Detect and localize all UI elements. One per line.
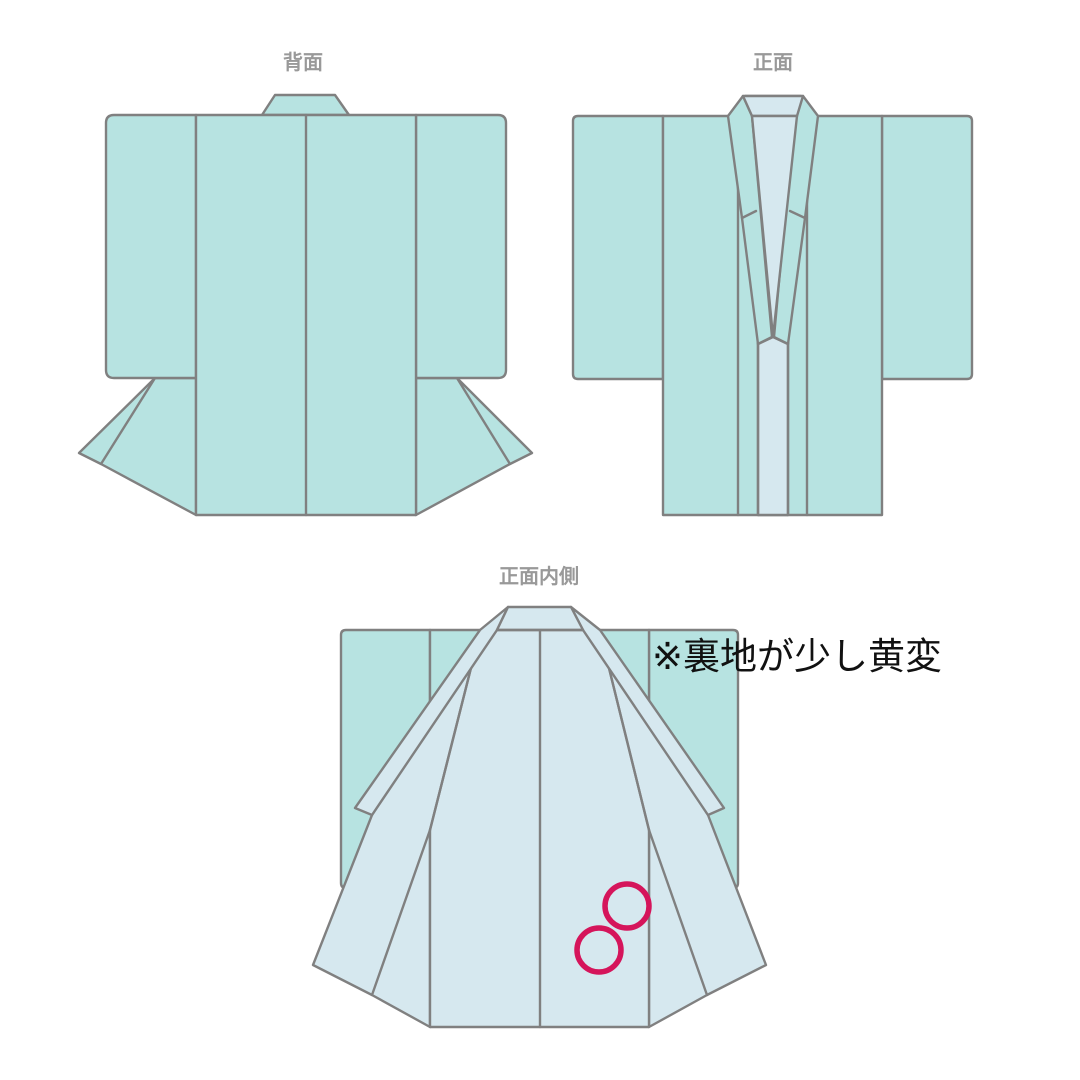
- front-view-label: 正面: [753, 50, 793, 74]
- front-left-sleeve: [571, 114, 665, 381]
- front-right-sleeve: [880, 114, 974, 381]
- back-view: [77, 93, 534, 517]
- front-collar-lining: [741, 94, 805, 118]
- inner-front-view: [311, 605, 768, 1029]
- inner-collar-top: [495, 605, 585, 632]
- front-view: [571, 94, 974, 517]
- inner-front-view-label: 正面内側: [499, 564, 579, 588]
- lining-yellowing-note: ※裏地が少し黄変: [652, 635, 943, 678]
- back-view-label: 背面: [283, 50, 323, 74]
- back-right-sleeve: [414, 113, 508, 380]
- stain-marker-2: [574, 925, 624, 975]
- back-left-gusset: [77, 376, 198, 517]
- front-neck-v: [750, 114, 799, 339]
- back-right-gusset: [414, 376, 534, 517]
- stain-marker-1: [602, 881, 652, 931]
- back-left-sleeve: [104, 113, 198, 380]
- back-collar: [260, 93, 351, 117]
